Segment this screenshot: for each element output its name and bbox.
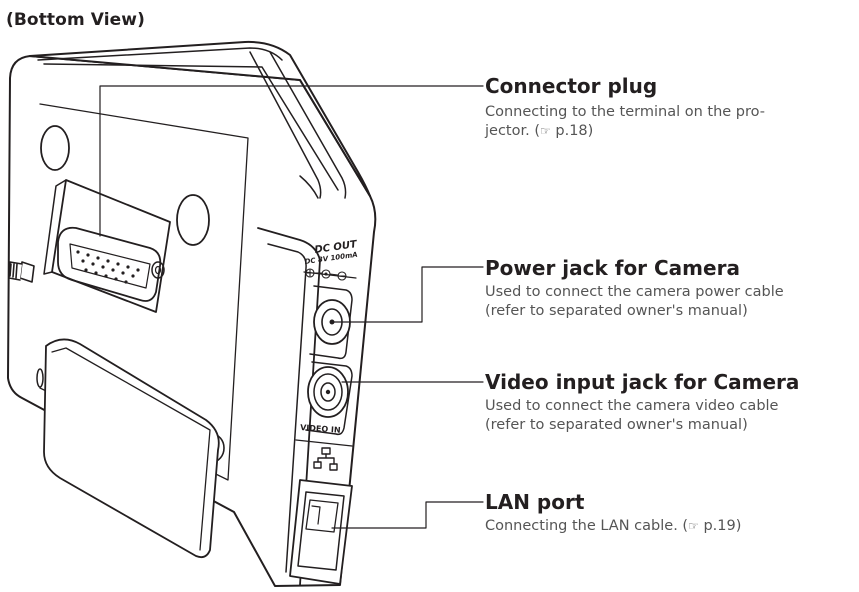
leader-connector: [99, 85, 484, 237]
device-edge-ridge-1: [249, 51, 322, 199]
connector-plug-desc-line-2: jector. (☞ p.18): [485, 123, 594, 139]
video-input-jack-description: Used to connect the camera video cable (…: [485, 397, 799, 435]
device-port-face: [257, 79, 371, 586]
thumbscrew-left: [8, 261, 35, 283]
polarity-symbols: [305, 268, 347, 281]
lan-port-desc-line-1: Connecting the LAN cable.: [485, 518, 678, 534]
connector-plug-title: Connector plug: [485, 74, 658, 98]
lan-port-title: LAN port: [485, 490, 585, 514]
connector-pins: [76, 250, 140, 284]
power-jack-title: Power jack for Camera: [485, 256, 740, 280]
foot-circle-top-right: [176, 194, 210, 246]
lan-port-page-ref: (☞ p.19): [682, 518, 742, 534]
video-input-jack-title: Video input jack for Camera: [485, 370, 800, 394]
callout-connector-plug: Connector plug Connecting to the termina…: [485, 74, 765, 141]
lan-port-description: Connecting the LAN cable. (☞ p.19): [485, 517, 741, 536]
device-top-ridge: [43, 63, 339, 191]
video-input-jack-graphic: [305, 361, 353, 436]
callout-video-input-jack: Video input jack for Camera Used to conn…: [485, 370, 799, 435]
connector-plug-desc-line-1: Connecting to the terminal on the pro-: [485, 104, 766, 120]
device-port-panel: [267, 243, 307, 573]
power-jack-desc-line-1: Used to connect the camera power cable: [485, 284, 784, 300]
device-edge-ridge-3: [299, 175, 319, 199]
device-bottom-rail: [43, 338, 220, 559]
lan-port-graphic: [289, 479, 353, 585]
connector-plug-description: Connecting to the terminal on the pro- j…: [485, 103, 765, 141]
port-divider-2: [295, 439, 353, 447]
device-edge-ridge-2: [269, 51, 347, 199]
leader-lan: [331, 501, 484, 529]
pointing-hand-icon: ☞: [540, 124, 551, 138]
pointing-hand-icon: ☞: [688, 519, 699, 533]
view-title: (Bottom View): [6, 10, 145, 30]
leader-power: [331, 266, 484, 323]
foot-circle-top-left: [40, 125, 70, 171]
network-icon: [313, 447, 338, 471]
callout-lan-port: LAN port Connecting the LAN cable. (☞ p.…: [485, 490, 741, 536]
video-in-label: VIDEO IN: [300, 423, 341, 435]
video-input-jack-desc-line-2: (refer to separated owner's manual): [485, 417, 748, 433]
callout-power-jack: Power jack for Camera Used to connect th…: [485, 256, 784, 321]
connector-plug-graphic: [43, 179, 171, 313]
connector-plug-page-ref: (☞ p.18): [534, 123, 594, 139]
video-input-jack-desc-line-1: Used to connect the camera video cable: [485, 398, 779, 414]
power-jack-desc-line-2: (refer to separated owner's manual): [485, 303, 748, 319]
device-bottom-rail-edge: [51, 347, 211, 551]
foot-circle-small: [36, 368, 44, 388]
device-top-rim: [37, 47, 283, 61]
power-jack-description: Used to connect the camera power cable (…: [485, 283, 784, 321]
